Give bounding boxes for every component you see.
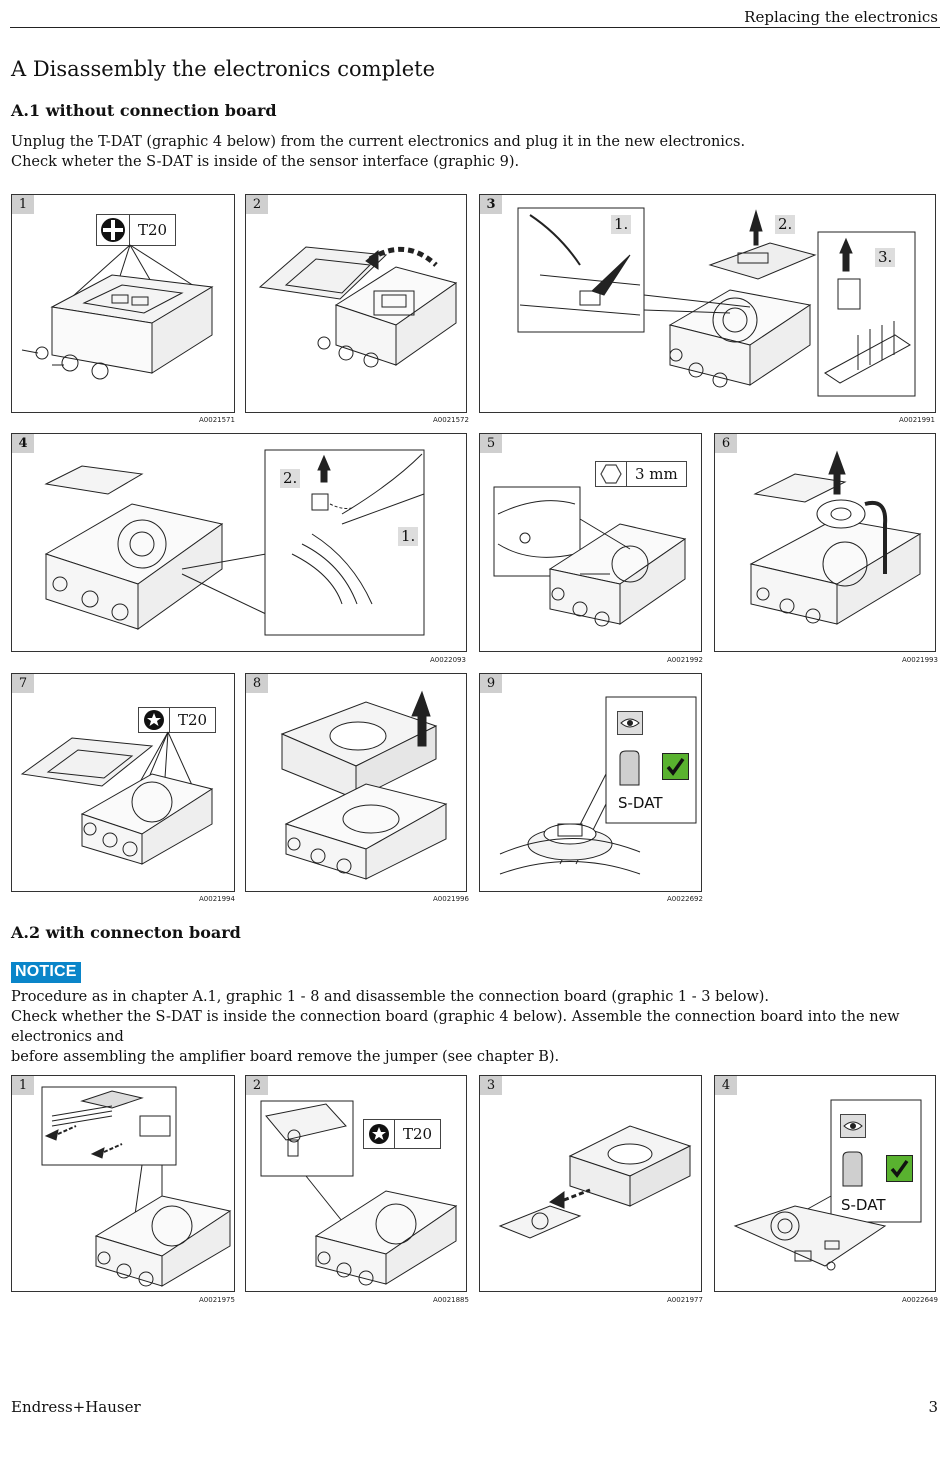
figure-panel-a2-4: 4 S-DAT bbox=[714, 1075, 936, 1292]
amplifier-lift-illustration bbox=[749, 450, 922, 625]
a2-line-2: Check whether the S-DAT is inside the co… bbox=[11, 1009, 900, 1045]
torx-icon bbox=[364, 1120, 395, 1148]
step-label: 2. bbox=[280, 469, 301, 488]
subsection-a1-title: A.1 without connection board bbox=[11, 101, 277, 120]
a1-line-2: Check wheter the S-DAT is inside of the … bbox=[11, 154, 520, 170]
figure-panel-7: 7 T20 bbox=[11, 673, 235, 892]
figure-code: A0021572 bbox=[433, 416, 469, 424]
sdat-module-icon bbox=[618, 750, 640, 786]
figure-panel-9: 9 S-DAT bbox=[479, 673, 702, 892]
torx-icon bbox=[139, 708, 170, 732]
figure-code: A0022649 bbox=[902, 1296, 938, 1304]
sdat-label: S-DAT bbox=[841, 1196, 886, 1214]
figure-code: A0021885 bbox=[433, 1296, 469, 1304]
panel-number: 7 bbox=[12, 674, 34, 693]
tool-label: 3 mm bbox=[635, 465, 678, 483]
housing-open-illustration bbox=[258, 246, 458, 368]
sdat-check-illustration bbox=[499, 696, 697, 875]
panel-number: 6 bbox=[715, 434, 737, 453]
figure-panel-a2-1: 1 bbox=[11, 1075, 235, 1292]
panel-number: 2 bbox=[246, 195, 268, 214]
figure-code: A0021975 bbox=[199, 1296, 235, 1304]
header-rule bbox=[10, 27, 940, 28]
tool-label: T20 bbox=[178, 711, 208, 729]
panel-number: 9 bbox=[480, 674, 502, 693]
step-label: 1. bbox=[398, 527, 419, 546]
subsection-a2-title: A.2 with connecton board bbox=[11, 923, 241, 942]
step-label: 1. bbox=[611, 215, 632, 234]
housing-screws-illustration bbox=[20, 731, 214, 865]
figure-panel-2: 2 bbox=[245, 194, 467, 413]
tool-label: T20 bbox=[138, 221, 168, 239]
cable-unplug-illustration bbox=[41, 1086, 232, 1287]
figure-panel-5: 5 3 mm bbox=[479, 433, 702, 652]
footer-brand: Endress+Hauser bbox=[11, 1398, 141, 1416]
panel-number: 3 bbox=[480, 1076, 502, 1095]
tool-label: T20 bbox=[403, 1125, 433, 1143]
panel-number: 4 bbox=[12, 434, 34, 453]
figure-code: A0021571 bbox=[199, 416, 235, 424]
sensor-interface-lift-illustration bbox=[280, 690, 448, 880]
figure-code: A0022093 bbox=[430, 656, 466, 664]
notice-badge: NOTICE bbox=[11, 962, 81, 983]
amplifier-screws-illustration bbox=[493, 486, 687, 627]
eye-icon bbox=[617, 711, 643, 735]
check-icon bbox=[662, 753, 689, 780]
tool-callout: T20 bbox=[96, 214, 177, 246]
figure-code: A0021977 bbox=[667, 1296, 703, 1304]
figure-code: A0021994 bbox=[199, 895, 235, 903]
a2-line-1: Procedure as in chapter A.1, graphic 1 -… bbox=[11, 989, 770, 1005]
panel-number: 3 bbox=[480, 195, 502, 214]
tool-callout: T20 bbox=[363, 1119, 442, 1149]
a2-instructions: Procedure as in chapter A.1, graphic 1 -… bbox=[11, 987, 941, 1067]
figure-code: A0021992 bbox=[667, 656, 703, 664]
panel-number: 2 bbox=[246, 1076, 268, 1095]
figure-panel-8: 8 bbox=[245, 673, 467, 892]
figure-panel-1: 1 T20 bbox=[11, 194, 235, 413]
tool-callout: T20 bbox=[138, 707, 217, 733]
figure-panel-6: 6 bbox=[714, 433, 936, 652]
board-sdat-illustration bbox=[733, 1099, 922, 1271]
section-title: A Disassembly the electronics complete bbox=[11, 57, 436, 81]
figure-code: A0022692 bbox=[667, 895, 703, 903]
panel-number: 1 bbox=[12, 195, 34, 214]
tool-callout: 3 mm bbox=[595, 461, 687, 487]
figure-code: A0021993 bbox=[902, 656, 938, 664]
running-header: Replacing the electronics bbox=[744, 8, 938, 26]
panel-number: 8 bbox=[246, 674, 268, 693]
panel-number: 5 bbox=[480, 434, 502, 453]
step-label: 2. bbox=[775, 215, 796, 234]
step-label: 3. bbox=[875, 248, 896, 267]
board-removal-illustration bbox=[498, 1125, 692, 1239]
hex-key-icon bbox=[596, 462, 627, 486]
display-removal-illustration bbox=[517, 207, 916, 397]
phillips-screwdriver-icon bbox=[97, 215, 130, 245]
sdat-module-icon bbox=[841, 1151, 863, 1187]
eye-icon bbox=[840, 1114, 866, 1138]
figure-panel-a2-2: 2 T20 bbox=[245, 1075, 467, 1292]
figure-panel-3: 3 1. 2. 3. bbox=[479, 194, 936, 413]
board-screws-illustration bbox=[260, 1100, 458, 1286]
housing-illustration bbox=[21, 244, 214, 380]
panel-number: 1 bbox=[12, 1076, 34, 1095]
tdat-unplug-illustration bbox=[44, 449, 425, 636]
panel-number: 4 bbox=[715, 1076, 737, 1095]
figure-code: A0021996 bbox=[433, 895, 469, 903]
a2-line-3: before assembling the amplifier board re… bbox=[11, 1049, 560, 1065]
page-number: 3 bbox=[928, 1398, 938, 1416]
check-icon bbox=[886, 1155, 913, 1182]
a1-instructions: Unplug the T-DAT (graphic 4 below) from … bbox=[11, 132, 941, 172]
figure-panel-4: 4 2. 1. bbox=[11, 433, 467, 652]
figure-panel-a2-3: 3 bbox=[479, 1075, 702, 1292]
figure-code: A0021991 bbox=[899, 416, 935, 424]
a1-line-1: Unplug the T-DAT (graphic 4 below) from … bbox=[11, 134, 746, 150]
sdat-label: S-DAT bbox=[618, 794, 663, 812]
